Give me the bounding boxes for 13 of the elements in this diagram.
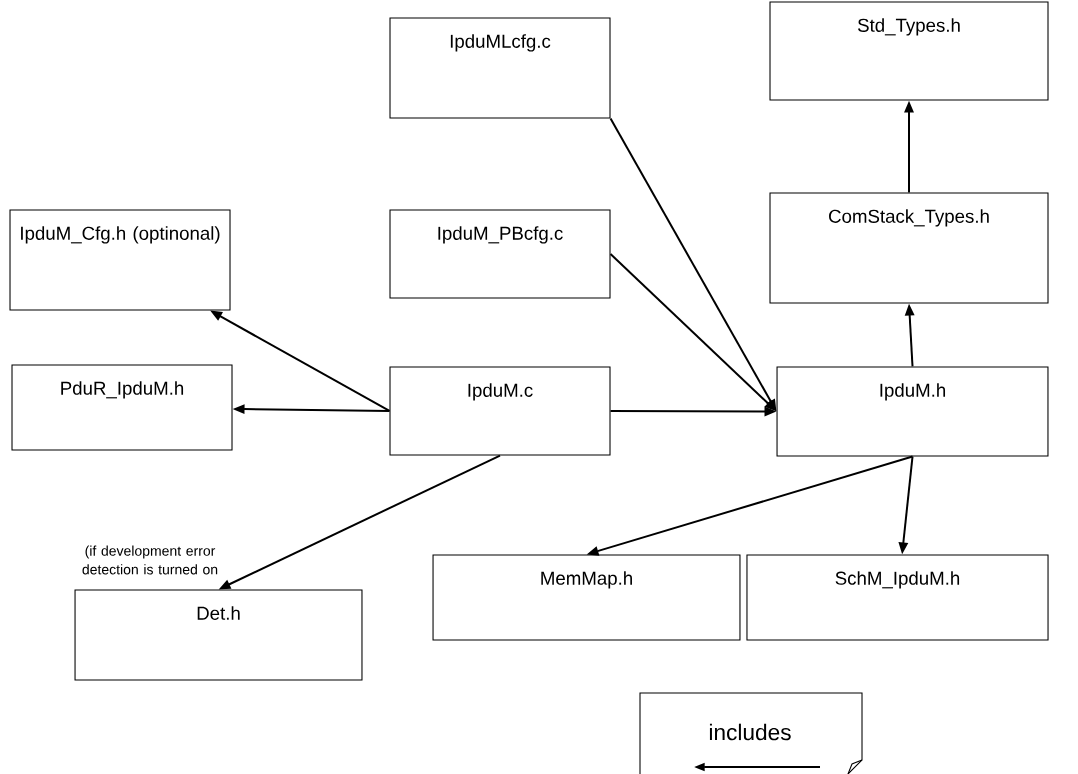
file-box: ComStack_Types.h [769,192,1049,304]
file-box: SchM_IpduM.h [746,554,1049,641]
file-box: IpduM_PBcfg.c [389,209,611,299]
file-box: IpduM.c [389,366,611,456]
file-box: Det.h [74,589,363,681]
note-text: (if development error detection is turned on [82,545,218,575]
file-box: MemMap.h [432,554,741,641]
legend-note: includes [639,692,863,774]
file-box: IpduM_Cfg.h (optinonal) [9,209,231,311]
file-box: PduR_IpduM.h [11,364,233,451]
file-box: IpduMLcfg.c [389,17,611,119]
file-box: Std_Types.h [769,1,1049,101]
file-box: IpduM.h [776,366,1049,457]
